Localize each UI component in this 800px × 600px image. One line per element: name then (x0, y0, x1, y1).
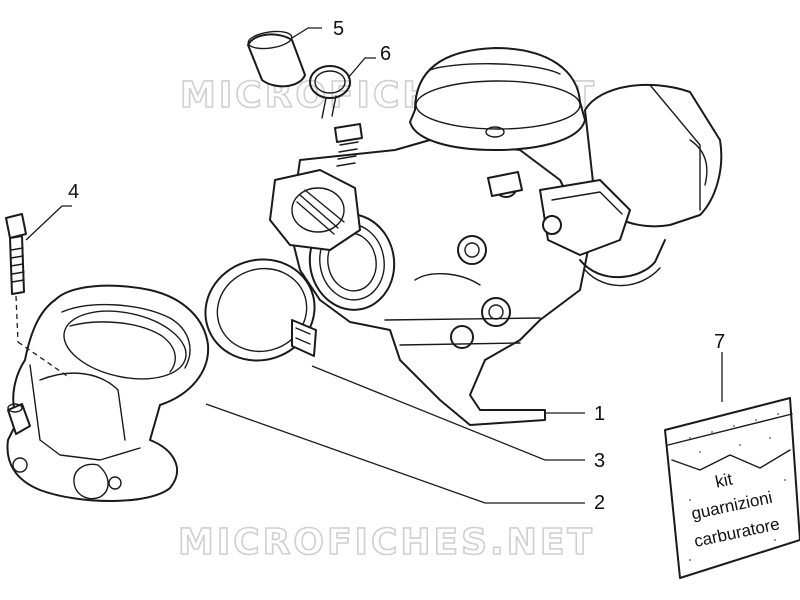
kit-label-line1: kit (714, 470, 735, 492)
intake-manifold-drawing (6, 284, 210, 502)
callout-5: 5 (333, 18, 344, 40)
watermark-bottom: MICROFICHES.NET (178, 522, 595, 563)
callout-2: 2 (594, 492, 605, 514)
hose-clamp-drawing (204, 258, 317, 362)
callout-7: 7 (714, 331, 725, 353)
callout-6: 6 (380, 43, 391, 65)
gasket-kit-bag-drawing: kit guarnizioni carburatore (664, 352, 800, 579)
callout-3: 3 (594, 450, 605, 472)
bolt-drawing (5, 205, 72, 379)
carburetor-drawing (269, 47, 723, 426)
leader-line-3 (311, 365, 585, 461)
callout-1: 1 (594, 403, 605, 425)
leader-line-2 (205, 403, 585, 504)
sleeve-drawing (247, 27, 322, 88)
spring-clip-drawing (309, 57, 376, 119)
callout-4: 4 (68, 181, 79, 203)
